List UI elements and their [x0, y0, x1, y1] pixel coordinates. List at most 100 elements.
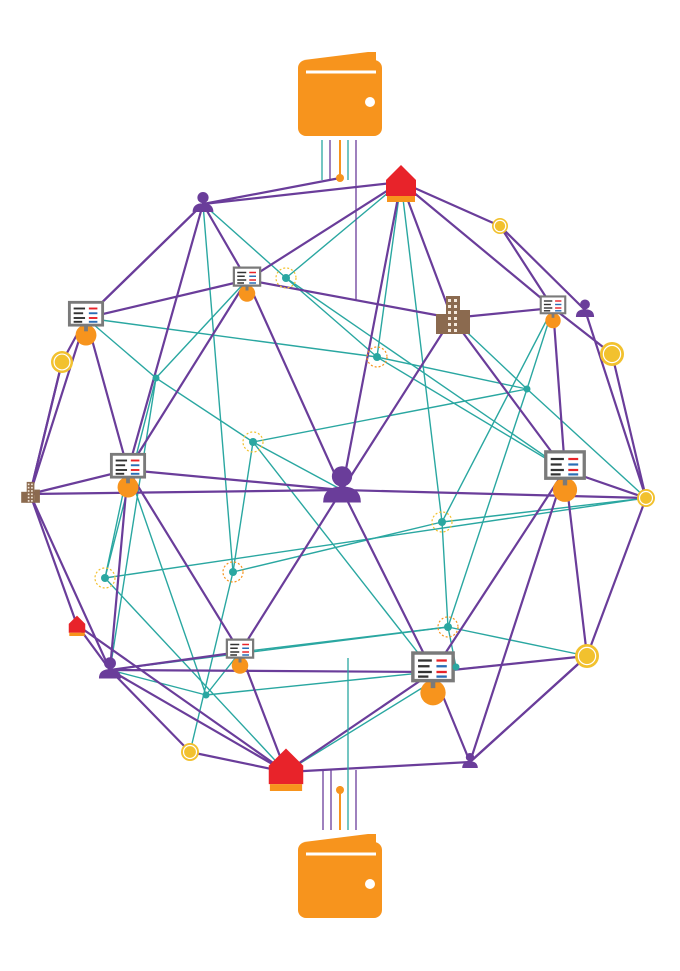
person-icon — [575, 299, 595, 317]
teal-link — [376, 356, 566, 471]
purple-link — [399, 180, 454, 320]
building-window — [454, 329, 457, 332]
monitor-line — [230, 654, 237, 656]
monitor-line — [543, 303, 551, 306]
house-base — [387, 196, 415, 202]
house-shape — [68, 615, 86, 633]
teal-link — [441, 521, 449, 628]
purple-link — [340, 180, 403, 492]
person-head — [580, 299, 590, 310]
person-head — [331, 466, 353, 487]
wallet-flap — [304, 52, 376, 62]
network-hub-icon — [437, 616, 459, 638]
person-body — [575, 309, 595, 317]
monitor-line — [242, 654, 249, 656]
monitor-line — [568, 463, 579, 466]
purple-link — [28, 492, 112, 672]
teal-link — [400, 181, 443, 523]
house-base — [69, 632, 85, 636]
purple-link — [468, 654, 589, 764]
monitor-line — [130, 464, 140, 467]
teal-link — [447, 388, 528, 628]
monitor-line — [237, 279, 247, 281]
purple-link — [126, 468, 242, 654]
purple-link — [431, 468, 567, 674]
monitor-stand — [238, 658, 242, 663]
monitor-line — [88, 320, 98, 323]
purple-link — [245, 278, 454, 320]
monitor-base-dot — [545, 312, 561, 329]
monitor-base-dot — [238, 285, 256, 302]
monitor-line — [249, 279, 256, 281]
monitor-line — [249, 271, 256, 274]
wallet-button — [365, 879, 375, 889]
purple-link — [28, 316, 88, 496]
building-window — [27, 493, 30, 496]
monitor-line — [555, 300, 562, 302]
purple-link — [498, 224, 587, 312]
monitor-line — [230, 643, 240, 646]
teal-link — [252, 441, 434, 673]
wallet-icon — [298, 834, 382, 918]
house-shape — [268, 748, 304, 785]
building-window — [31, 500, 33, 502]
junction-dot — [336, 174, 344, 182]
wallet-button — [365, 97, 375, 107]
monitor-base-dot — [420, 680, 446, 706]
person-head — [104, 657, 116, 670]
monitor-base-dot — [117, 476, 139, 498]
monitor-icon — [232, 266, 262, 302]
coin-icon — [600, 342, 624, 366]
purple-link — [284, 760, 472, 774]
monitor-line — [73, 317, 86, 319]
purple-link — [201, 176, 342, 206]
monitor-line — [115, 459, 128, 462]
node-icons — [21, 52, 655, 918]
hub-ring — [222, 561, 244, 583]
teal-link — [202, 203, 234, 573]
person-body — [98, 669, 122, 679]
teal-link — [109, 377, 157, 671]
teal-link — [104, 577, 287, 773]
purple-link — [108, 668, 288, 774]
building-window — [448, 329, 451, 332]
person-head — [465, 753, 475, 762]
teal-node-dot — [452, 663, 460, 671]
purple-link — [245, 180, 403, 282]
monitor-line — [568, 457, 579, 461]
building-window — [454, 305, 457, 308]
purple-link — [126, 468, 344, 492]
purple-link — [28, 360, 64, 496]
monitor-line — [130, 472, 140, 475]
monitor-line — [249, 275, 256, 277]
house-shape — [386, 165, 416, 196]
building-window — [27, 500, 30, 502]
monitor-line — [550, 457, 564, 461]
person-icon — [192, 192, 214, 212]
building-window — [27, 490, 30, 492]
building-window — [27, 483, 30, 486]
monitor-line — [550, 468, 564, 472]
purple-link — [84, 202, 205, 320]
person-icon — [323, 466, 361, 503]
purple-link — [340, 488, 648, 500]
network-hub-icon — [431, 511, 453, 533]
coin-icon — [637, 489, 655, 507]
monitor-line — [237, 282, 244, 284]
hub-center — [373, 353, 381, 361]
person-icon — [462, 753, 478, 768]
teal-node-dot — [202, 691, 210, 699]
monitor-line — [242, 651, 249, 653]
teal-link — [205, 651, 241, 696]
monitor-line — [115, 472, 125, 475]
monitor-line — [249, 282, 256, 284]
purple-link — [585, 496, 648, 658]
building-window — [31, 496, 33, 499]
purple-link — [431, 654, 589, 674]
wallet-icon — [298, 52, 382, 136]
person-body — [462, 761, 478, 768]
monitor-icon — [109, 452, 147, 498]
hub-center — [282, 274, 290, 282]
teal-link — [104, 497, 647, 579]
monitor-icon — [544, 450, 586, 502]
